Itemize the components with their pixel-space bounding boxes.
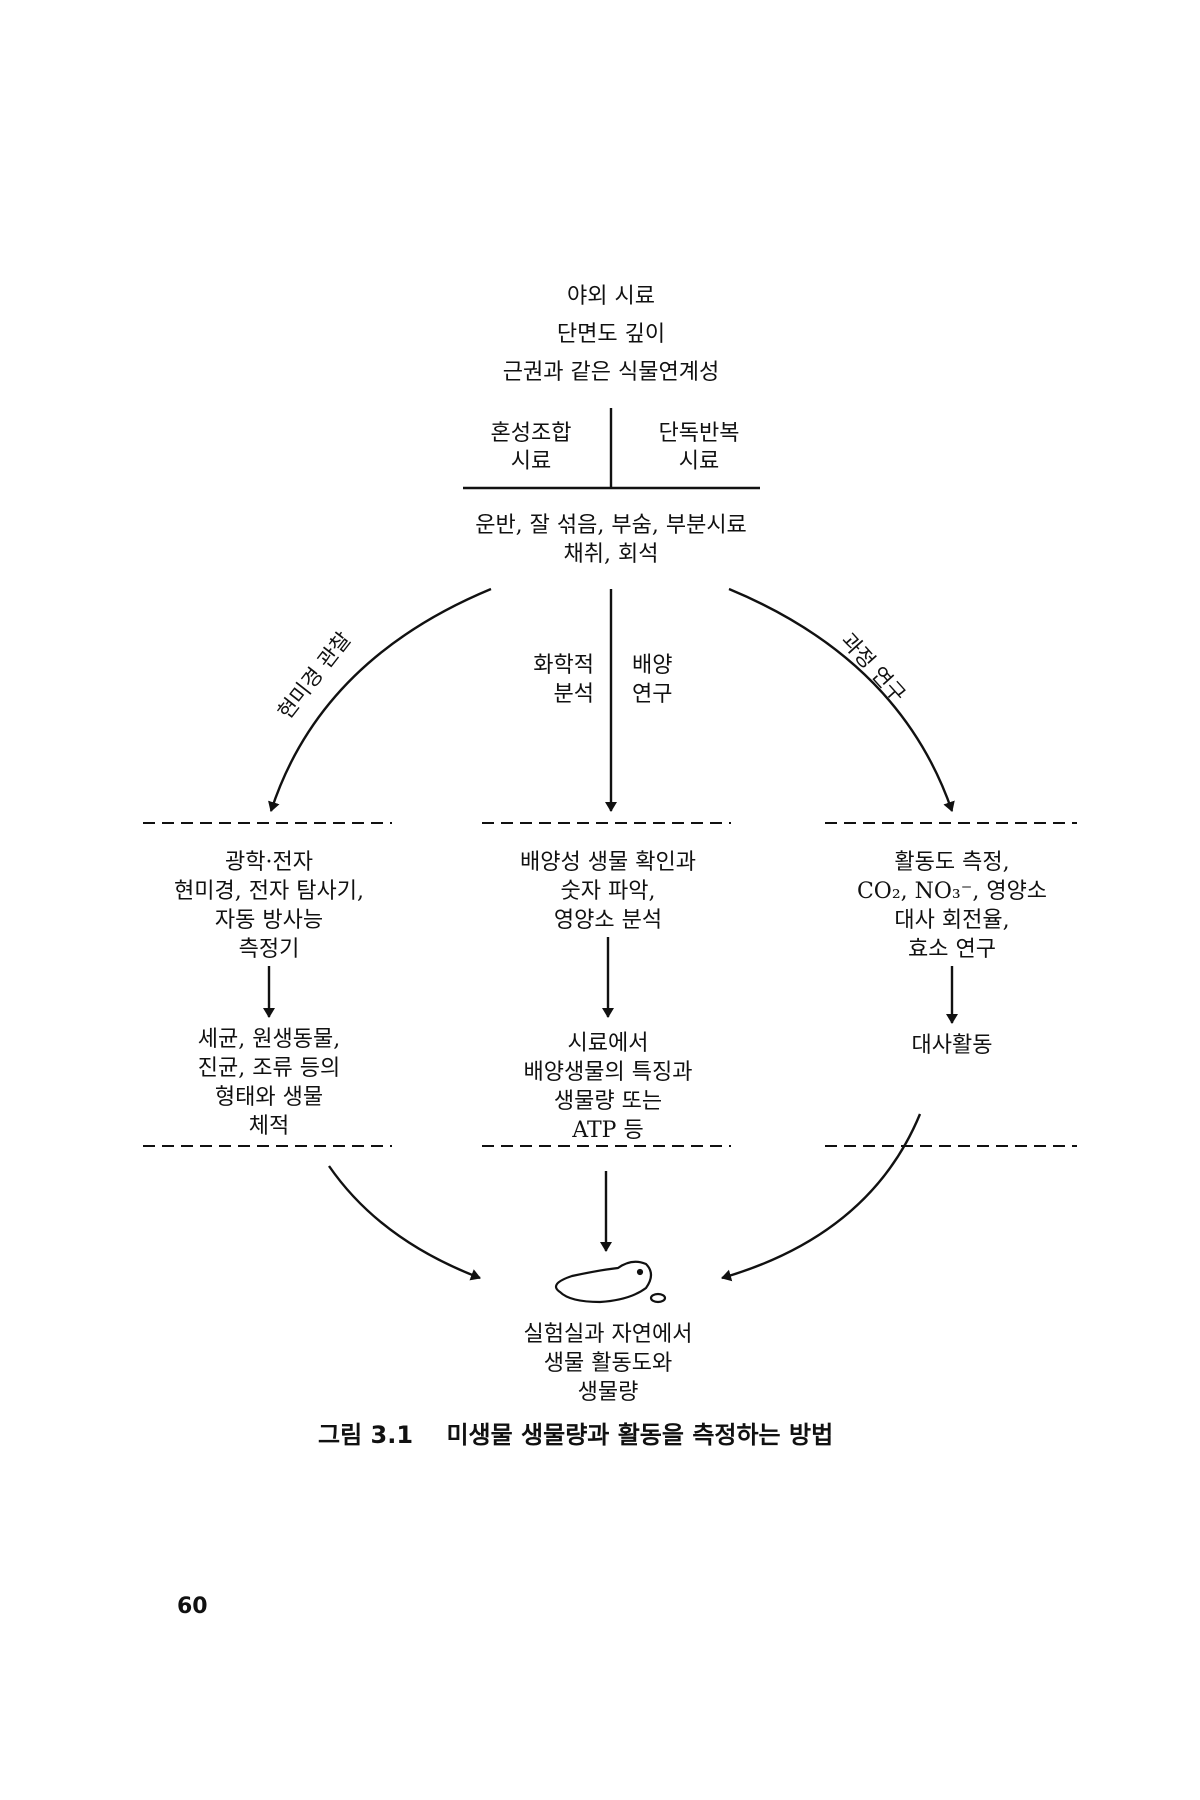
text-line: 배양성 생물 확인과 [520, 850, 696, 875]
column-1-result: 세균, 원생동물, 진균, 조류 등의 형태와 생물 체적 [198, 1025, 340, 1141]
arrow-right-arc [728, 587, 955, 812]
text-line: 세균, 원생동물, [197, 1027, 341, 1052]
page-number: 60 [177, 1594, 208, 1619]
text-line: 시료 [510, 449, 552, 474]
text-line: 연구 [632, 682, 673, 707]
column-2-result: 시료에서 배양생물의 특징과 생물량 또는 ATP 등 [524, 1029, 693, 1145]
text-line: 단독반복 [658, 421, 740, 446]
text-line: 대사활동 [911, 1033, 993, 1058]
text-line: 생물량 또는 [553, 1089, 663, 1114]
arrow-left-arc [268, 587, 492, 812]
chemical-analysis-label: 화학적 분석 [533, 651, 594, 709]
culture-study-label: 배양 연구 [632, 651, 672, 709]
text-line: 야외 시료 [567, 284, 655, 309]
text-line: 활동도 측정, [894, 850, 1010, 875]
figure-title: 미생물 생물량과 활동을 측정하는 방법 [446, 1421, 834, 1449]
text-line: 운반, 잘 섞음, 부숨, 부분시료 [475, 513, 747, 538]
text-line: 채취, 회석 [563, 542, 659, 567]
figure-caption: 그림 3.1 미생물 생물량과 활동을 측정하는 방법 [318, 1415, 833, 1450]
column-1-method: 광학·전자 현미경, 전자 탐사기, 자동 방사능 측정기 [174, 848, 364, 964]
text-line: 근권과 같은 식물연계성 [502, 360, 720, 385]
figure-number: 그림 3.1 [318, 1421, 414, 1449]
text-line: 효소 연구 [908, 937, 996, 962]
text-line: 배양 [632, 653, 673, 678]
arrow-bottom-left [328, 1165, 481, 1281]
arrow-bottom-right [721, 1113, 922, 1282]
text-line: CO₂, NO₃⁻, 영양소 [856, 879, 1048, 904]
mixed-sample-label: 혼성조합 시료 [491, 420, 572, 476]
text-line: 자동 방사능 [214, 908, 324, 933]
text-line: 시료 [678, 449, 720, 474]
outcome-text: 실험실과 자연에서 생물 활동도와 생물량 [524, 1320, 693, 1407]
text-line: 시료에서 [567, 1031, 649, 1056]
text-line: ATP 등 [572, 1118, 644, 1143]
text-line: 생물량 [577, 1380, 639, 1405]
text-line: 체적 [248, 1114, 290, 1139]
column-3-method: 활동도 측정, CO₂, NO₃⁻, 영양소 대사 회전율, 효소 연구 [857, 848, 1047, 964]
text-line: 생물 활동도와 [543, 1351, 673, 1376]
single-sample-label: 단독반복 시료 [659, 420, 740, 476]
column-2-method: 배양성 생물 확인과 숫자 파악, 영양소 분석 [520, 848, 696, 935]
text-line: 현미경, 전자 탐사기, [174, 879, 364, 904]
text-line: 진균, 조류 등의 [197, 1056, 341, 1081]
microbe-icon [554, 1260, 667, 1304]
text-line: 분석 [553, 682, 594, 707]
text-line: 단면도 깊이 [556, 322, 666, 347]
text-line: 숫자 파악, [560, 879, 656, 904]
sample-source: 야외 시료 단면도 깊이 근권과 같은 식물연계성 [503, 282, 719, 387]
text-line: 대사 회전율, [894, 908, 1010, 933]
text-line: 혼성조합 [490, 421, 572, 446]
text-line: 측정기 [238, 937, 300, 962]
column-3-result: 대사활동 [912, 1031, 993, 1060]
processing-steps: 운반, 잘 섞음, 부숨, 부분시료 채취, 회석 [475, 511, 747, 569]
text-line: 영양소 분석 [553, 908, 663, 933]
text-line: 광학·전자 [225, 850, 313, 875]
text-line: 배양생물의 특징과 [523, 1060, 693, 1085]
text-line: 형태와 생물 [214, 1085, 324, 1110]
text-line: 화학적 [533, 653, 594, 678]
text-line: 실험실과 자연에서 [523, 1322, 693, 1347]
